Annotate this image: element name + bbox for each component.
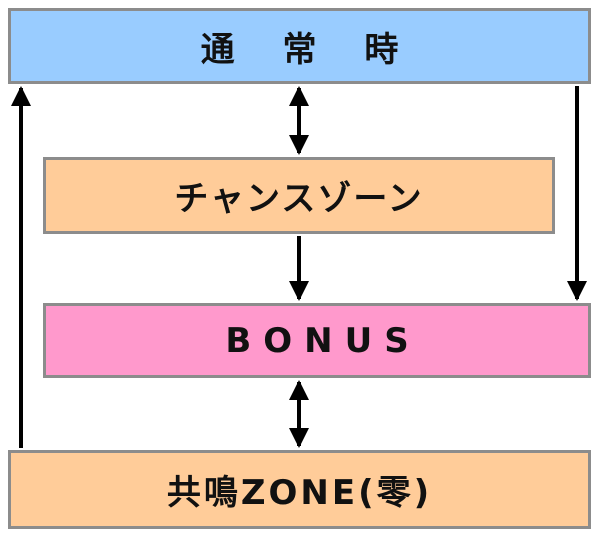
state-box-bonus: BONUS bbox=[43, 303, 591, 378]
state-label-resonance-zone: 共鳴ZONE(零) bbox=[166, 473, 433, 513]
state-label-chance-zone: チャンスゾーン bbox=[174, 179, 424, 219]
state-box-normal: 通 常 時 bbox=[8, 8, 591, 84]
state-box-chance-zone: チャンスゾーン bbox=[43, 157, 555, 234]
state-label-normal: 通 常 時 bbox=[200, 29, 417, 70]
state-label-bonus: BONUS bbox=[225, 320, 421, 361]
state-box-resonance-zone: 共鳴ZONE(零) bbox=[8, 450, 591, 529]
